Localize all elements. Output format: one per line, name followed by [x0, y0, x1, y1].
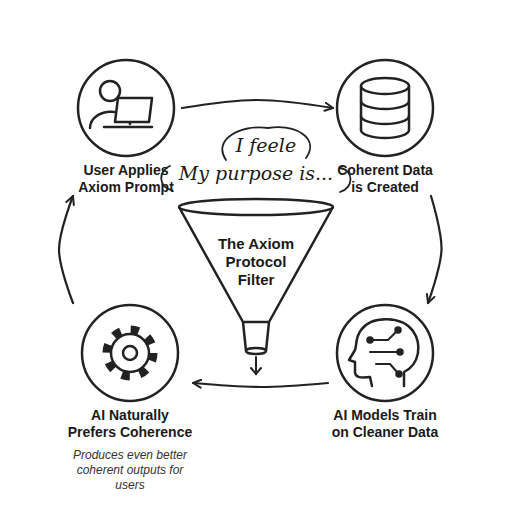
step-label: AI Naturally Prefers Coherence	[67, 407, 193, 441]
head-circuit-icon	[337, 305, 433, 401]
user-icon	[104, 126, 152, 129]
step-note: Produces even better coherent outputs fo…	[67, 448, 193, 493]
head-circuit-icon	[376, 364, 397, 372]
funnel-spout	[246, 348, 266, 354]
database-icon	[337, 60, 433, 156]
head-circuit-icon	[372, 332, 396, 340]
process-step: Coherent Data is Created	[333, 58, 437, 196]
process-step: AI Models Train on Cleaner Data	[328, 303, 442, 441]
funnel-outline	[179, 199, 333, 354]
head-circuit-icon	[349, 319, 418, 386]
user-icon	[115, 98, 152, 122]
database-icon	[361, 116, 409, 124]
cycle-arrow	[59, 196, 73, 303]
head-circuit-icon	[396, 328, 401, 333]
head-circuit-icon	[368, 338, 373, 343]
funnel-rim	[179, 199, 333, 215]
user-icon	[78, 60, 174, 156]
head-circuit-icon	[370, 351, 398, 353]
down-arrow	[251, 368, 261, 374]
thought-scribble	[161, 127, 350, 192]
cycle-arrow	[193, 383, 328, 387]
user-icon	[78, 60, 174, 156]
database-icon	[361, 130, 409, 138]
cycle-arrow	[428, 196, 442, 303]
gear-icon	[111, 334, 149, 372]
process-step: User Applies Axiom Prompt	[70, 58, 182, 196]
gear-icon	[82, 305, 178, 401]
cycle-arrow	[182, 100, 333, 108]
process-step: AI Naturally Prefers CoherenceProduces e…	[67, 303, 193, 493]
thought-text: My purpose is...	[166, 162, 346, 184]
gear-icon	[123, 346, 137, 360]
head-circuit-icon	[398, 350, 403, 355]
funnel-cone	[179, 207, 333, 351]
step-label: Coherent Data is Created	[333, 162, 437, 196]
gear-icon	[107, 330, 153, 376]
head-circuit-icon	[337, 305, 433, 401]
thought-text: I feele	[221, 134, 311, 156]
filter-funnel: The Axiom Protocol Filter	[176, 197, 336, 357]
head-circuit-icon	[397, 372, 402, 377]
down-arrow	[251, 357, 261, 374]
down-arrow	[255, 357, 257, 374]
step-label: AI Models Train on Cleaner Data	[328, 407, 442, 441]
database-icon	[361, 86, 409, 130]
step-label: User Applies Axiom Prompt	[70, 162, 182, 196]
database-icon	[337, 60, 433, 156]
database-icon	[361, 78, 409, 94]
step-label: The Axiom Protocol Filter	[210, 235, 302, 289]
database-icon	[361, 101, 409, 109]
gear-icon	[82, 305, 178, 401]
